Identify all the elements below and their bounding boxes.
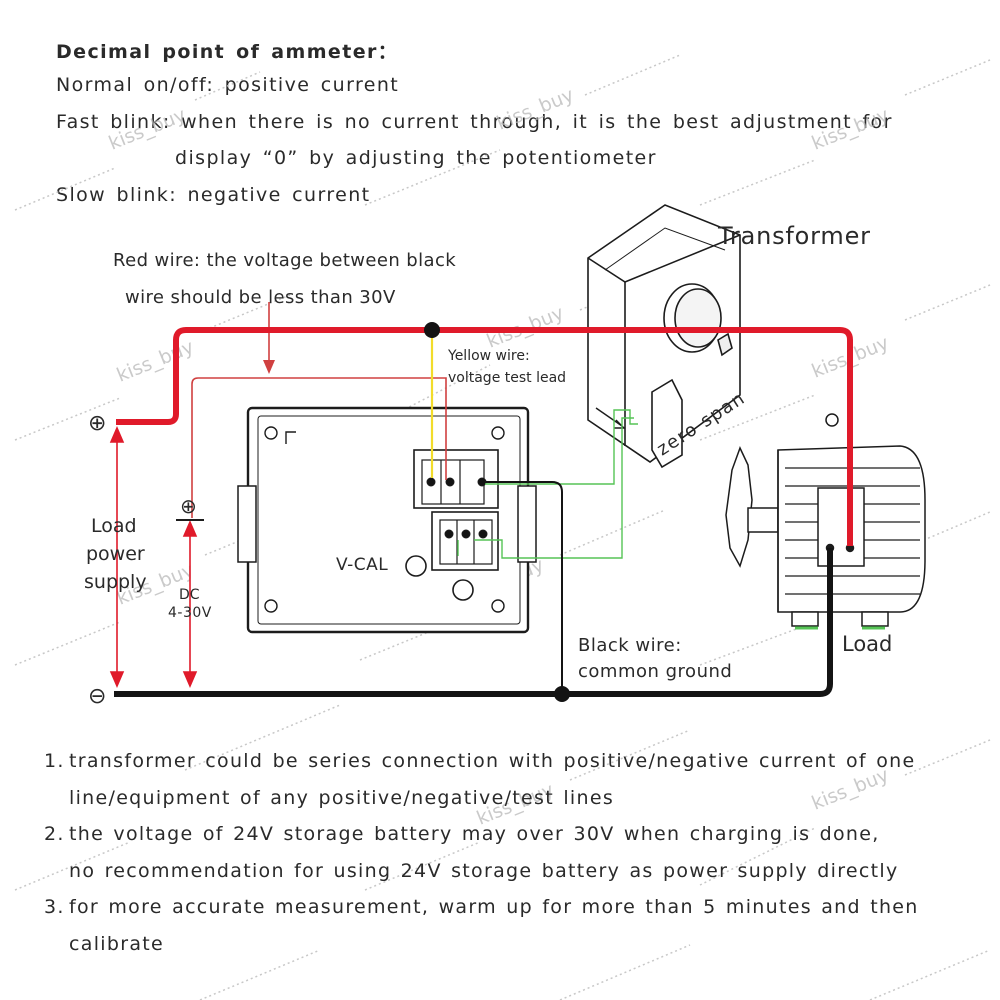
load-supply-arrow [109, 425, 125, 689]
motor-lifting-eye [825, 413, 839, 427]
meter-right-clip [517, 485, 537, 563]
green-wire [485, 409, 638, 485]
yellow-wire-label-line2: voltage test lead [448, 370, 566, 386]
mount-hole [264, 599, 278, 613]
junction-dot-ground [554, 686, 570, 702]
a-cal-potentiometer [452, 579, 474, 601]
note-text: the voltage of 24V storage battery may o… [69, 823, 880, 845]
motor [725, 413, 926, 630]
load-label: Load [842, 632, 892, 656]
motor-foot [861, 611, 889, 627]
black-wire-ground [114, 548, 833, 697]
dc-range-label: 4-30V [168, 605, 212, 621]
meter-left-clip [237, 485, 257, 563]
load-supply-label-line1: Load [91, 515, 137, 537]
meter [237, 406, 537, 634]
note-item: 2. the voltage of 24V storage battery ma… [44, 816, 944, 889]
dc-supply-arrow [182, 519, 198, 689]
transformer-label: Transformer [717, 222, 871, 250]
thin-red-wire [191, 377, 447, 518]
motor-terminal-box [817, 487, 865, 567]
mount-hole [264, 426, 278, 440]
slow-blink-text: Slow blink: negative current [56, 184, 371, 206]
terminal-screw [426, 477, 436, 487]
motor-shaft [747, 507, 779, 533]
note-item: 1. transformer could be series connectio… [44, 743, 944, 816]
terminal-screw [461, 529, 471, 539]
watermark-text: kiss_buy [106, 104, 189, 155]
note-text: transformer could be series connection w… [69, 750, 916, 772]
black-wire-meter-ground [486, 481, 563, 694]
terminal-screw [444, 529, 454, 539]
red-wire-positive [116, 327, 853, 546]
v-cal-label: V-CAL [336, 555, 388, 575]
motor-foot [791, 611, 819, 627]
note-item: 3. for more accurate measurement, warm u… [44, 889, 944, 962]
watermark-text: kiss_buy [114, 336, 197, 387]
junction-dot-positive [424, 322, 440, 338]
corner-mark [285, 431, 296, 444]
note-text: for more accurate measurement, warm up f… [69, 896, 919, 918]
red-wire-label-line2: wire should be less than 30V [125, 287, 396, 308]
fan-blade [725, 446, 753, 568]
terminal-screw [478, 529, 488, 539]
note-text: line/equipment of any positive/negative/… [69, 786, 615, 809]
black-wire-label-line2: common ground [578, 661, 732, 682]
note-text: no recommendation for using 24V storage … [69, 859, 899, 882]
dc-label: DC [179, 587, 200, 603]
mount-hole [491, 599, 505, 613]
terminal-screw [445, 477, 455, 487]
load-supply-label-line3: supply [84, 571, 147, 593]
load-supply-label-line2: power [86, 543, 145, 565]
black-wire-label-line1: Black wire: [578, 635, 682, 656]
transformer [587, 204, 741, 469]
red-wire-label-line1: Red wire: the voltage between black [113, 250, 456, 271]
dc-positive-symbol: ⊕ [180, 494, 197, 518]
note-number: 3. [44, 896, 65, 918]
yellow-wire-label-line1: Yellow wire: [447, 348, 530, 364]
ammeter-decimal-title: Decimal point of ammeter： [56, 41, 399, 63]
mount-hole [491, 426, 505, 440]
note-text: calibrate [69, 932, 165, 955]
negative-terminal-symbol: ⊖ [88, 684, 106, 709]
fast-blink-continuation: display “0” by adjusting the potentiomet… [175, 147, 657, 169]
fast-blink-text: Fast blink: when there is no current thr… [56, 111, 893, 133]
terminal-screw [477, 477, 487, 487]
notes-list: 1. transformer could be series connectio… [44, 743, 944, 962]
normal-on-off-text: Normal on/off: positive current [56, 74, 400, 96]
watermark-text: kiss_buy [809, 104, 892, 155]
note-number: 1. [44, 750, 65, 772]
positive-terminal-symbol: ⊕ [88, 411, 106, 436]
terminal-block-lower-inner [439, 519, 493, 565]
note-number: 2. [44, 823, 65, 845]
v-cal-potentiometer [405, 555, 427, 577]
watermark-text: kiss_buy [494, 84, 577, 135]
